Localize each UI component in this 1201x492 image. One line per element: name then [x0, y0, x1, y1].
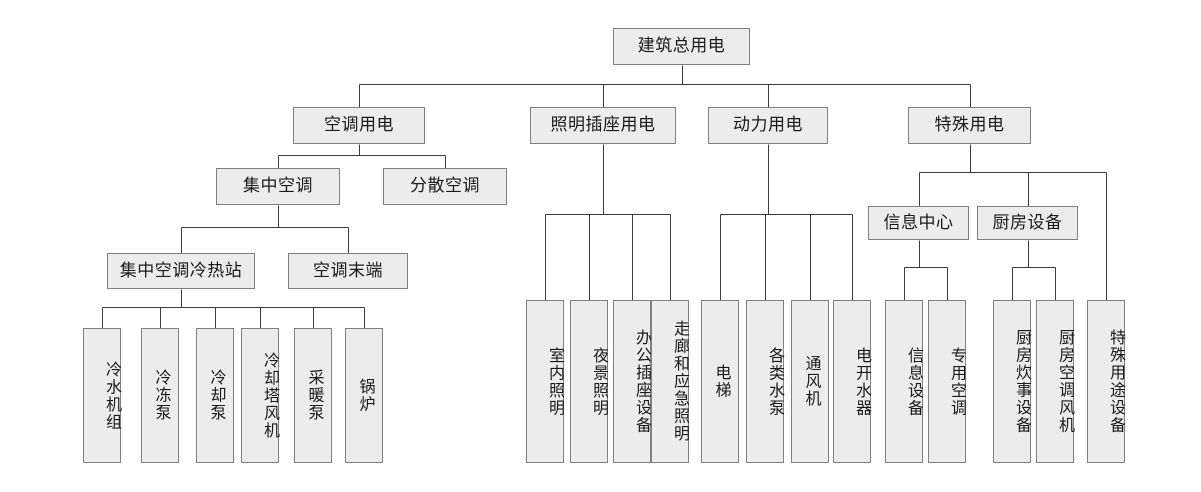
- node-leaf-pumps[interactable]: 各类水泵: [746, 300, 784, 463]
- node-root[interactable]: 建筑总用电: [613, 28, 750, 65]
- node-l1-power[interactable]: 动力用电: [708, 107, 828, 144]
- node-l2-infocenter[interactable]: 信息中心: [868, 206, 969, 240]
- node-leaf-coolingtower[interactable]: 冷却塔风机: [241, 328, 279, 463]
- node-l2-central[interactable]: 集中空调: [216, 168, 340, 205]
- node-leaf-boiler[interactable]: 锅炉: [345, 328, 383, 463]
- node-l2-kitchen[interactable]: 厨房设备: [977, 206, 1078, 240]
- node-leaf-ventfan[interactable]: 通风机: [791, 300, 829, 463]
- node-l2-split[interactable]: 分散空调: [383, 168, 507, 205]
- node-l1-hvac[interactable]: 空调用电: [293, 107, 425, 144]
- node-leaf-coolingpump[interactable]: 冷却泵: [196, 328, 234, 463]
- node-leaf-chiller[interactable]: 冷水机组: [83, 328, 121, 463]
- node-leaf-heatingpump[interactable]: 采暖泵: [294, 328, 332, 463]
- node-l3-terminal[interactable]: 空调末端: [288, 253, 408, 289]
- node-leaf-specialuse[interactable]: 特殊用途设备: [1087, 300, 1125, 463]
- node-leaf-dedicatedac[interactable]: 专用空调: [928, 300, 966, 463]
- node-leaf-indoorlight[interactable]: 室内照明: [526, 300, 564, 463]
- node-leaf-waterheater[interactable]: 电开水器: [833, 300, 871, 463]
- node-l1-lighting[interactable]: 照明插座用电: [530, 107, 676, 144]
- node-leaf-chilledpump[interactable]: 冷冻泵: [141, 328, 179, 463]
- node-leaf-infoequip[interactable]: 信息设备: [885, 300, 923, 463]
- node-leaf-elevator[interactable]: 电梯: [701, 300, 739, 463]
- node-l1-special[interactable]: 特殊用电: [908, 107, 1031, 144]
- node-leaf-kitchenfan[interactable]: 厨房空调风机: [1036, 300, 1074, 463]
- node-leaf-officesocket[interactable]: 办公插座设备: [613, 300, 651, 463]
- node-leaf-nightlight[interactable]: 夜景照明: [570, 300, 608, 463]
- node-l3-coldstation[interactable]: 集中空调冷热站: [107, 253, 255, 289]
- node-leaf-corridorlight[interactable]: 走廊和应急照明: [651, 300, 689, 463]
- node-leaf-kitchencook[interactable]: 厨房炊事设备: [993, 300, 1031, 463]
